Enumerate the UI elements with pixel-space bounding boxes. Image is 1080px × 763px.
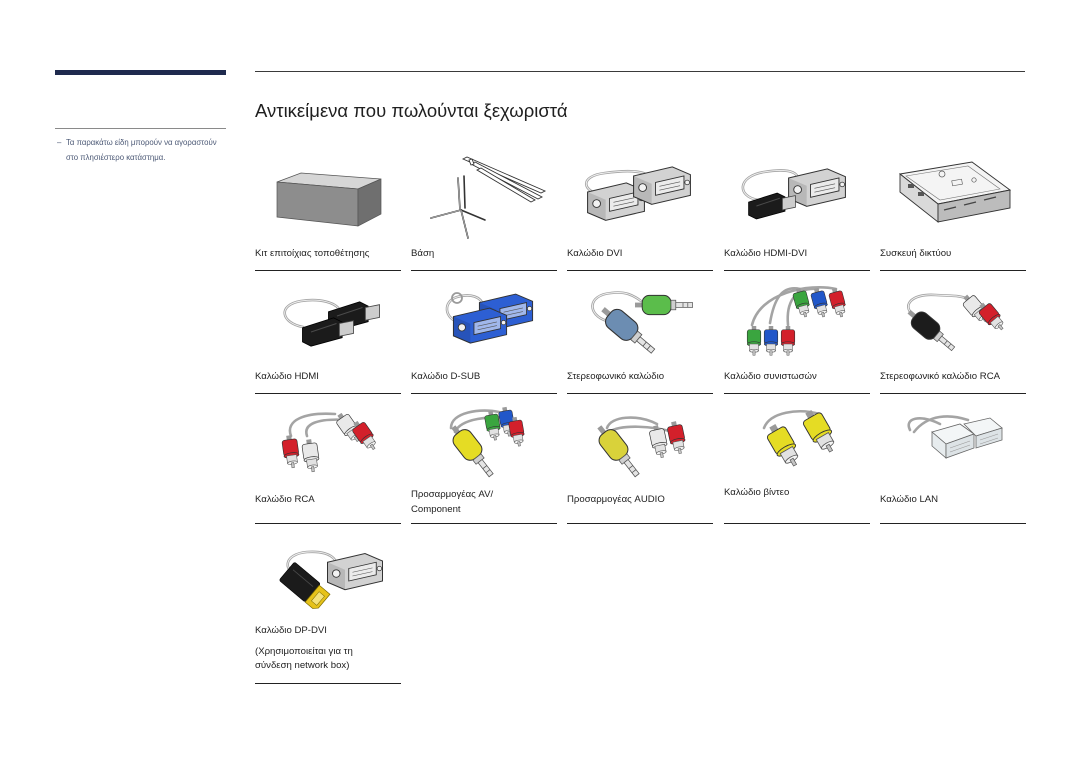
- item-label: Προσαρμογέας AUDIO: [567, 494, 665, 505]
- stereo-cable-image: [591, 291, 694, 361]
- item-label: Συσκευή δικτύου: [880, 248, 952, 259]
- dp-dvi-cable-image: [279, 550, 384, 609]
- item-divider: [255, 523, 401, 524]
- item-label: Στερεοφωνικό καλώδιο: [567, 371, 665, 382]
- item-label: Βάση: [411, 248, 435, 259]
- item-divider: [724, 270, 870, 271]
- item-divider: [880, 393, 1026, 394]
- usage-note-line1: (Χρησιμοποιείται για τη: [255, 646, 353, 657]
- item-label-line2: Component: [411, 504, 461, 515]
- note-dash: –: [57, 138, 62, 147]
- item-divider: [880, 270, 1026, 271]
- item-divider: [255, 270, 401, 271]
- item-label: Καλώδιο RCA: [255, 494, 315, 505]
- stand-image: [430, 156, 547, 239]
- item-label: Καλώδιο HDMI: [255, 371, 319, 382]
- item-divider: [724, 393, 870, 394]
- component-cable-image: [746, 286, 849, 356]
- sidebar-rule: [55, 128, 226, 129]
- page-title: Αντικείμενα που πωλούνται ξεχωριστά: [255, 100, 568, 121]
- av-component-adapter-image: [444, 405, 527, 483]
- item-usage-note: (Χρησιμοποιείται για τη σύνδεση network …: [255, 645, 401, 673]
- header-rule: [255, 71, 1025, 72]
- item-label: Καλώδιο DP-DVI: [255, 625, 327, 636]
- sidebar-note: – Τα παρακάτω είδη μπορούν να αγοραστούν…: [55, 136, 230, 165]
- item-label: Καλώδιο HDMI-DVI: [724, 248, 808, 259]
- item-divider: [567, 270, 713, 271]
- item-label: Στερεοφωνικό καλώδιο RCA: [880, 371, 1001, 382]
- lan-cable-image: [907, 415, 1003, 459]
- network-box-image: [898, 161, 1012, 223]
- item-divider: [567, 393, 713, 394]
- item-divider: [724, 523, 870, 524]
- hdmi-cable-image: [283, 298, 381, 347]
- item-divider: [411, 523, 557, 524]
- rca-cable-image: [280, 409, 381, 474]
- header-accent-bar: [55, 70, 226, 75]
- item-divider: [567, 523, 713, 524]
- item-label: Καλώδιο LAN: [880, 494, 939, 505]
- video-cable-image: [762, 406, 841, 471]
- note-text: Τα παρακάτω είδη μπορούν να αγοραστούν σ…: [66, 138, 217, 162]
- item-label: Καλώδιο D-SUB: [411, 371, 481, 382]
- item-divider: [255, 683, 401, 684]
- d-sub-cable-image: [445, 292, 534, 344]
- usage-note-line2: σύνδεση network box): [255, 660, 350, 671]
- rca-stereo-cable-image: [902, 291, 1009, 357]
- item-divider: [880, 523, 1026, 524]
- item-label-line1: Προσαρμογέας AV/: [411, 489, 494, 500]
- item-label: Κιτ επιτοίχιας τοποθέτησης: [255, 248, 370, 259]
- item-label: Καλώδιο DVI: [567, 248, 623, 259]
- item-divider: [411, 270, 557, 271]
- item-label: Καλώδιο συνιστωσών: [724, 371, 817, 382]
- item-label: Καλώδιο βίντεο: [724, 487, 790, 498]
- item-label: Προσαρμογέας AV/ Component: [411, 487, 557, 517]
- hdmi-dvi-cable-image: [741, 168, 847, 220]
- item-divider: [411, 393, 557, 394]
- item-divider: [255, 393, 401, 394]
- dvi-cable-image: [585, 166, 692, 222]
- wall-mount-kit-image: [276, 172, 382, 227]
- audio-adapter-image: [590, 416, 689, 483]
